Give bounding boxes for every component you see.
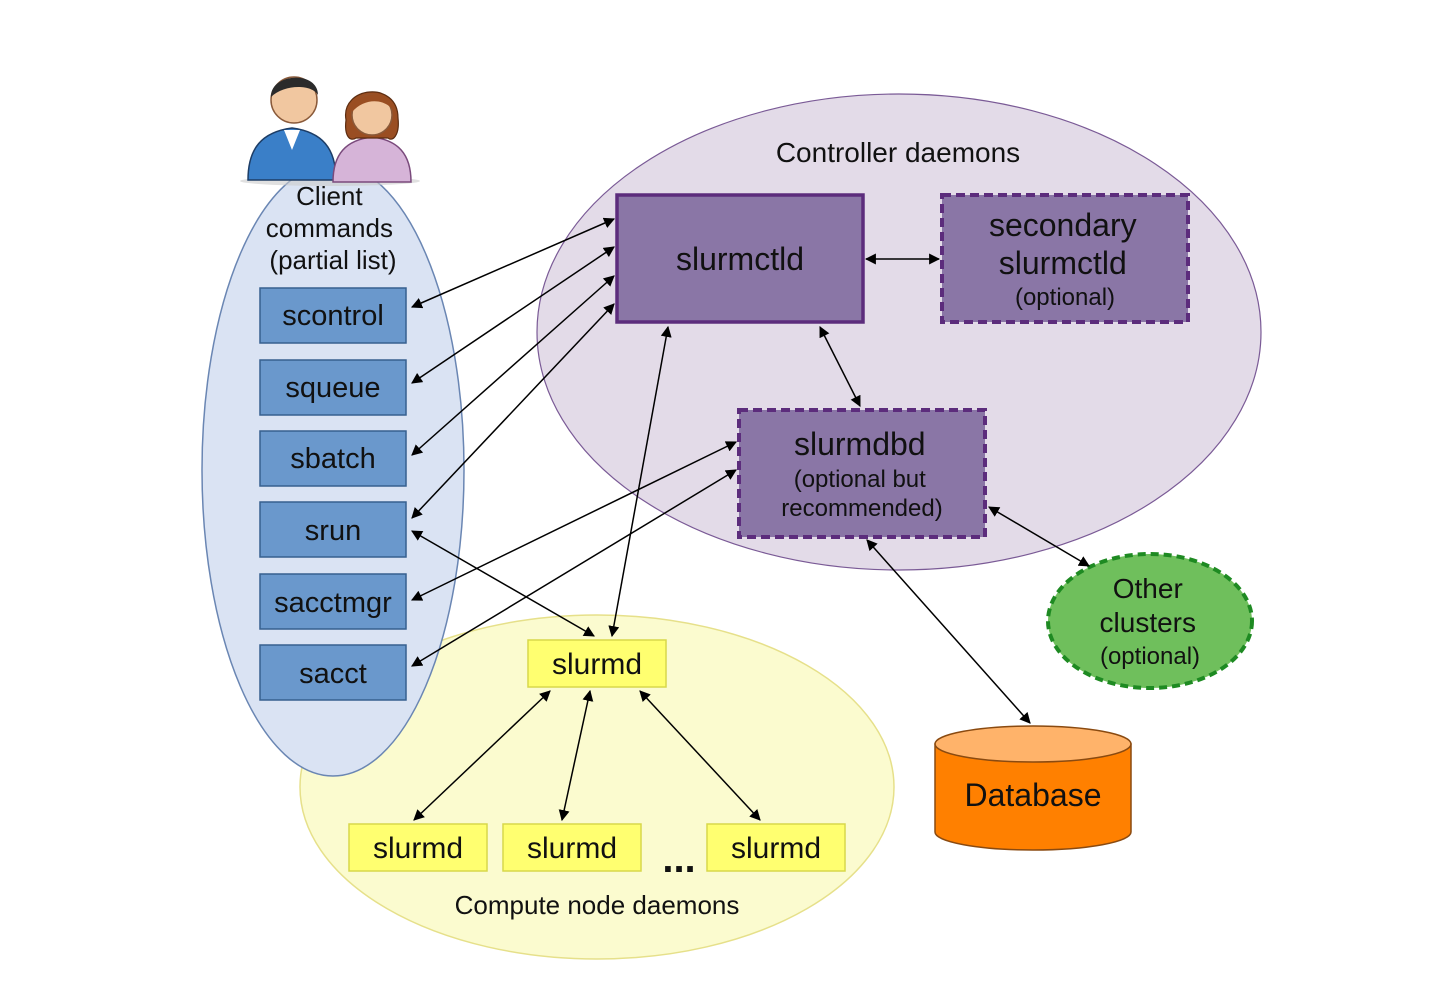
slurmd-node-1[interactable]: slurmd bbox=[348, 823, 488, 872]
connection-arrows bbox=[410, 217, 1090, 822]
compute-title: Compute node daemons bbox=[455, 890, 740, 920]
controller-title: Controller daemons bbox=[776, 137, 1020, 168]
command-label: srun bbox=[305, 515, 361, 547]
secondary-line-1: secondary bbox=[989, 207, 1137, 243]
command-label: sbatch bbox=[290, 443, 375, 475]
slurmd-node-3[interactable]: slurmd bbox=[706, 823, 846, 872]
command-sacctmgr[interactable]: sacctmgr bbox=[259, 573, 407, 630]
slurmdbd-line-1: slurmdbd bbox=[794, 426, 926, 462]
other-clusters-line-2: clusters bbox=[1100, 607, 1196, 638]
command-srun[interactable]: srun bbox=[259, 501, 407, 558]
client-title: Client commands (partial list) bbox=[266, 181, 400, 275]
secondary-slurmctld-label: secondary slurmctld (optional) bbox=[989, 207, 1141, 311]
command-sbatch[interactable]: sbatch bbox=[259, 430, 407, 487]
slurmd-main-label: slurmd bbox=[552, 648, 642, 681]
arrow-slurmd-node-2 bbox=[558, 689, 594, 822]
command-label: squeue bbox=[285, 372, 380, 404]
arrow-slurmctld-slurmd bbox=[608, 325, 672, 638]
arrow-slurmd-node-1 bbox=[413, 690, 551, 821]
slurmdbd-label: slurmdbd (optional but recommended) bbox=[781, 426, 942, 522]
client-title-line-1: Client bbox=[296, 181, 363, 211]
arrow-slurmctld-slurmdbd bbox=[819, 326, 861, 407]
other-clusters-line-1: Other bbox=[1113, 573, 1183, 604]
slurmd-node-label: slurmd bbox=[527, 832, 617, 865]
command-scontrol[interactable]: scontrol bbox=[259, 287, 407, 344]
secondary-slurmctld-box[interactable]: secondary slurmctld (optional) bbox=[940, 193, 1190, 324]
other-clusters-label: Other clusters (optional) bbox=[1100, 573, 1201, 670]
other-clusters-line-3: (optional) bbox=[1100, 643, 1200, 670]
slurmd-main-box[interactable]: slurmd bbox=[527, 639, 667, 688]
slurmdbd-box[interactable]: slurmdbd (optional but recommended) bbox=[737, 408, 987, 539]
arrow-slurmdbd-database bbox=[866, 539, 1031, 724]
command-label: sacctmgr bbox=[274, 587, 392, 619]
users-icon bbox=[240, 76, 420, 186]
database-cylinder[interactable]: Database bbox=[934, 725, 1132, 851]
command-sacct[interactable]: sacct bbox=[259, 644, 407, 701]
command-label: sacct bbox=[299, 658, 367, 690]
slurmd-ellipsis: ... bbox=[662, 837, 695, 881]
slurmd-node-label: slurmd bbox=[731, 832, 821, 865]
command-squeue[interactable]: squeue bbox=[259, 359, 407, 416]
slurmd-node-2[interactable]: slurmd bbox=[502, 823, 642, 872]
slurmdbd-line-3: recommended) bbox=[781, 495, 942, 522]
command-label: scontrol bbox=[282, 300, 384, 332]
slurmctld-box[interactable]: slurmctld bbox=[615, 193, 865, 324]
arrow-slurmd-node-3 bbox=[639, 690, 761, 821]
secondary-line-2: slurmctld bbox=[999, 245, 1127, 281]
secondary-line-3: (optional) bbox=[1015, 284, 1115, 311]
slurmd-node-label: slurmd bbox=[373, 832, 463, 865]
slurmdbd-line-2: (optional but bbox=[794, 466, 926, 493]
client-title-line-3: (partial list) bbox=[269, 245, 396, 275]
other-clusters-node[interactable]: Other clusters (optional) bbox=[1046, 552, 1254, 690]
database-label: Database bbox=[965, 777, 1102, 813]
slurmctld-label: slurmctld bbox=[676, 241, 804, 277]
arrow-slurmdbd-other-clusters bbox=[988, 506, 1090, 567]
arrow-srun-slurmd bbox=[411, 530, 595, 637]
client-title-line-2: commands bbox=[266, 213, 393, 243]
